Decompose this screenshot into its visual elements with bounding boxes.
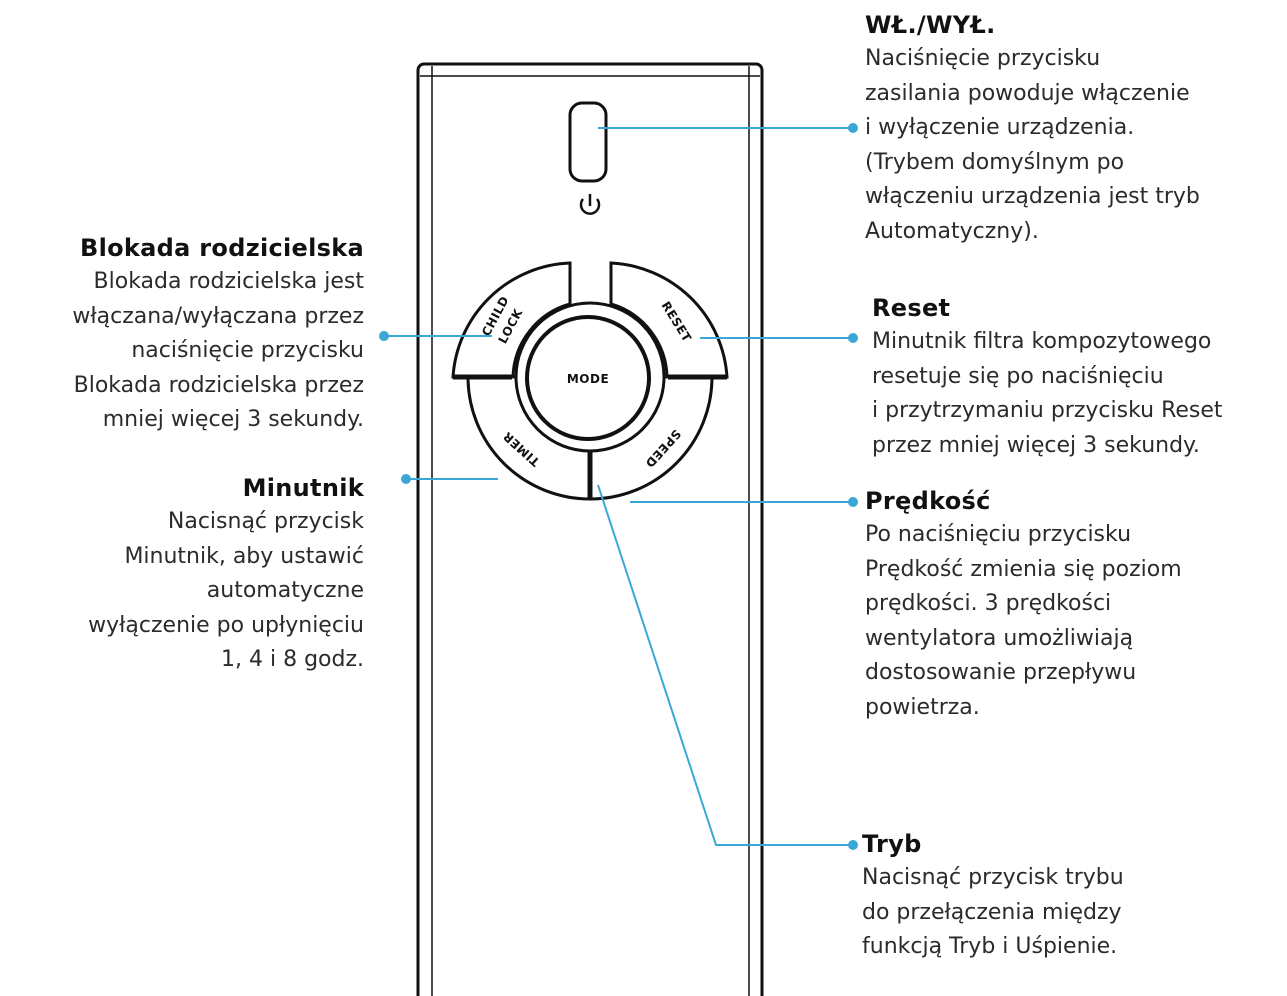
- leader-dots: [379, 123, 858, 850]
- callout-child-lock-text: Blokada rodzicielska jest włączana/wyłąc…: [72, 269, 364, 432]
- leader-lines: [384, 127, 853, 846]
- callout-speed: Prędkość Po naciśnięciu przycisku Prędko…: [865, 484, 1275, 725]
- callout-timer-text: Nacisnąć przycisk Minutnik, aby ustawić …: [88, 509, 364, 672]
- callout-reset: Reset Minutnik filtra kompozytowego rese…: [872, 291, 1282, 463]
- leader-dot-speed: [848, 497, 858, 507]
- power-button[interactable]: [568, 101, 608, 183]
- speed-button[interactable]: [590, 377, 712, 499]
- child-lock-button[interactable]: [451, 261, 572, 379]
- callout-reset-text: Minutnik filtra kompozytowego resetuje s…: [872, 329, 1223, 458]
- callout-reset-title: Reset: [872, 294, 951, 322]
- callout-power-title: WŁ./WYŁ.: [865, 11, 996, 39]
- callout-mode-title: Tryb: [862, 830, 922, 858]
- callout-timer: Minutnik Nacisnąć przycisk Minutnik, aby…: [4, 471, 364, 678]
- leader-dot-power: [848, 123, 858, 133]
- leader-dot-reset: [848, 333, 858, 343]
- callout-child-lock: Blokada rodzicielska Blokada rodzicielsk…: [4, 231, 364, 438]
- callout-power-text: Naciśnięcie przycisku zasilania powoduje…: [865, 46, 1200, 244]
- leader-dot-child-lock: [379, 331, 389, 341]
- remote-body: [416, 62, 764, 996]
- callout-child-lock-title: Blokada rodzicielska: [80, 234, 364, 262]
- callout-speed-text: Po naciśnięciu przycisku Prędkość zmieni…: [865, 522, 1182, 720]
- button-cluster: CHILD LOCK RESET MODE TIMER SPEED: [451, 261, 729, 501]
- mode-button[interactable]: [525, 315, 651, 441]
- callout-timer-title: Minutnik: [242, 474, 364, 502]
- reset-button[interactable]: [609, 261, 729, 379]
- leader-dot-timer: [401, 474, 411, 484]
- callout-mode-text: Nacisnąć przycisk trybu do przełączenia …: [862, 865, 1124, 959]
- mode-label: MODE: [567, 372, 609, 386]
- timer-button[interactable]: [468, 377, 590, 499]
- leader-dot-mode: [848, 840, 858, 850]
- callout-mode: Tryb Nacisnąć przycisk trybu do przełącz…: [862, 827, 1272, 965]
- callout-power: WŁ./WYŁ. Naciśnięcie przycisku zasilania…: [865, 8, 1275, 249]
- callout-speed-title: Prędkość: [865, 487, 991, 515]
- power-icon: [579, 194, 601, 215]
